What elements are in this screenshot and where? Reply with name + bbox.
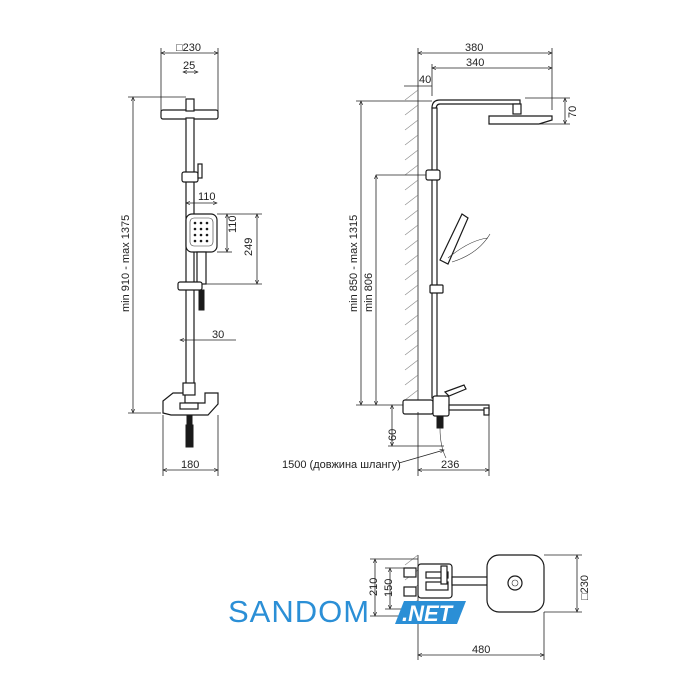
watermark-brand: SANDOM — [228, 594, 370, 629]
side-wall — [404, 89, 419, 413]
side-spout-height-label: 60 — [387, 429, 399, 441]
front-head-size-label: □230 — [176, 42, 201, 54]
front-view: □230 25 110 110 — [120, 42, 262, 476]
side-head-height-label: 70 — [567, 106, 579, 118]
front-handshower-height-label: 110 — [227, 215, 239, 233]
front-handshower-width-label: 110 — [198, 191, 216, 203]
side-hand-shower — [439, 213, 491, 265]
side-shower-column — [431, 107, 438, 399]
side-shower-head — [488, 115, 553, 125]
side-arm-reach-label: 340 — [466, 57, 484, 69]
side-hose-note: 1500 (довжина шлангу) — [282, 459, 401, 471]
side-spout-reach-label: 236 — [441, 459, 459, 471]
top-depth-outer-label: 210 — [368, 578, 380, 596]
side-min-height-label: min 806 — [363, 273, 375, 312]
watermark-net-badge — [395, 601, 466, 624]
front-rail-offset-label: 30 — [212, 329, 224, 341]
front-height-range-label: min 910 - max 1375 — [120, 215, 132, 312]
sandom-watermark-logo: SANDOM .NET — [228, 594, 466, 629]
front-mixer — [162, 382, 219, 448]
side-shower-arm — [431, 99, 521, 111]
front-arm-width-label: 25 — [183, 60, 195, 72]
top-mixer — [403, 563, 490, 599]
front-mixer-width-label: 180 — [181, 459, 199, 471]
top-depth-inner-label: 150 — [383, 579, 395, 597]
side-total-reach-label: 380 — [465, 42, 483, 54]
top-total-width-label: 480 — [472, 644, 490, 656]
front-hand-shower — [185, 213, 218, 285]
front-handshower-length-label: 249 — [243, 238, 255, 256]
watermark-suffix: .NET — [402, 601, 454, 626]
side-mixer — [402, 384, 490, 459]
front-shower-column — [185, 117, 195, 391]
side-wall-offset-label: 40 — [419, 74, 431, 86]
top-head-size-label: □230 — [579, 575, 591, 600]
side-view: 380 340 40 70 min 850 - max 1315 — [282, 42, 579, 476]
front-slider — [177, 281, 203, 291]
side-height-range-label: min 850 - max 1315 — [348, 215, 360, 312]
